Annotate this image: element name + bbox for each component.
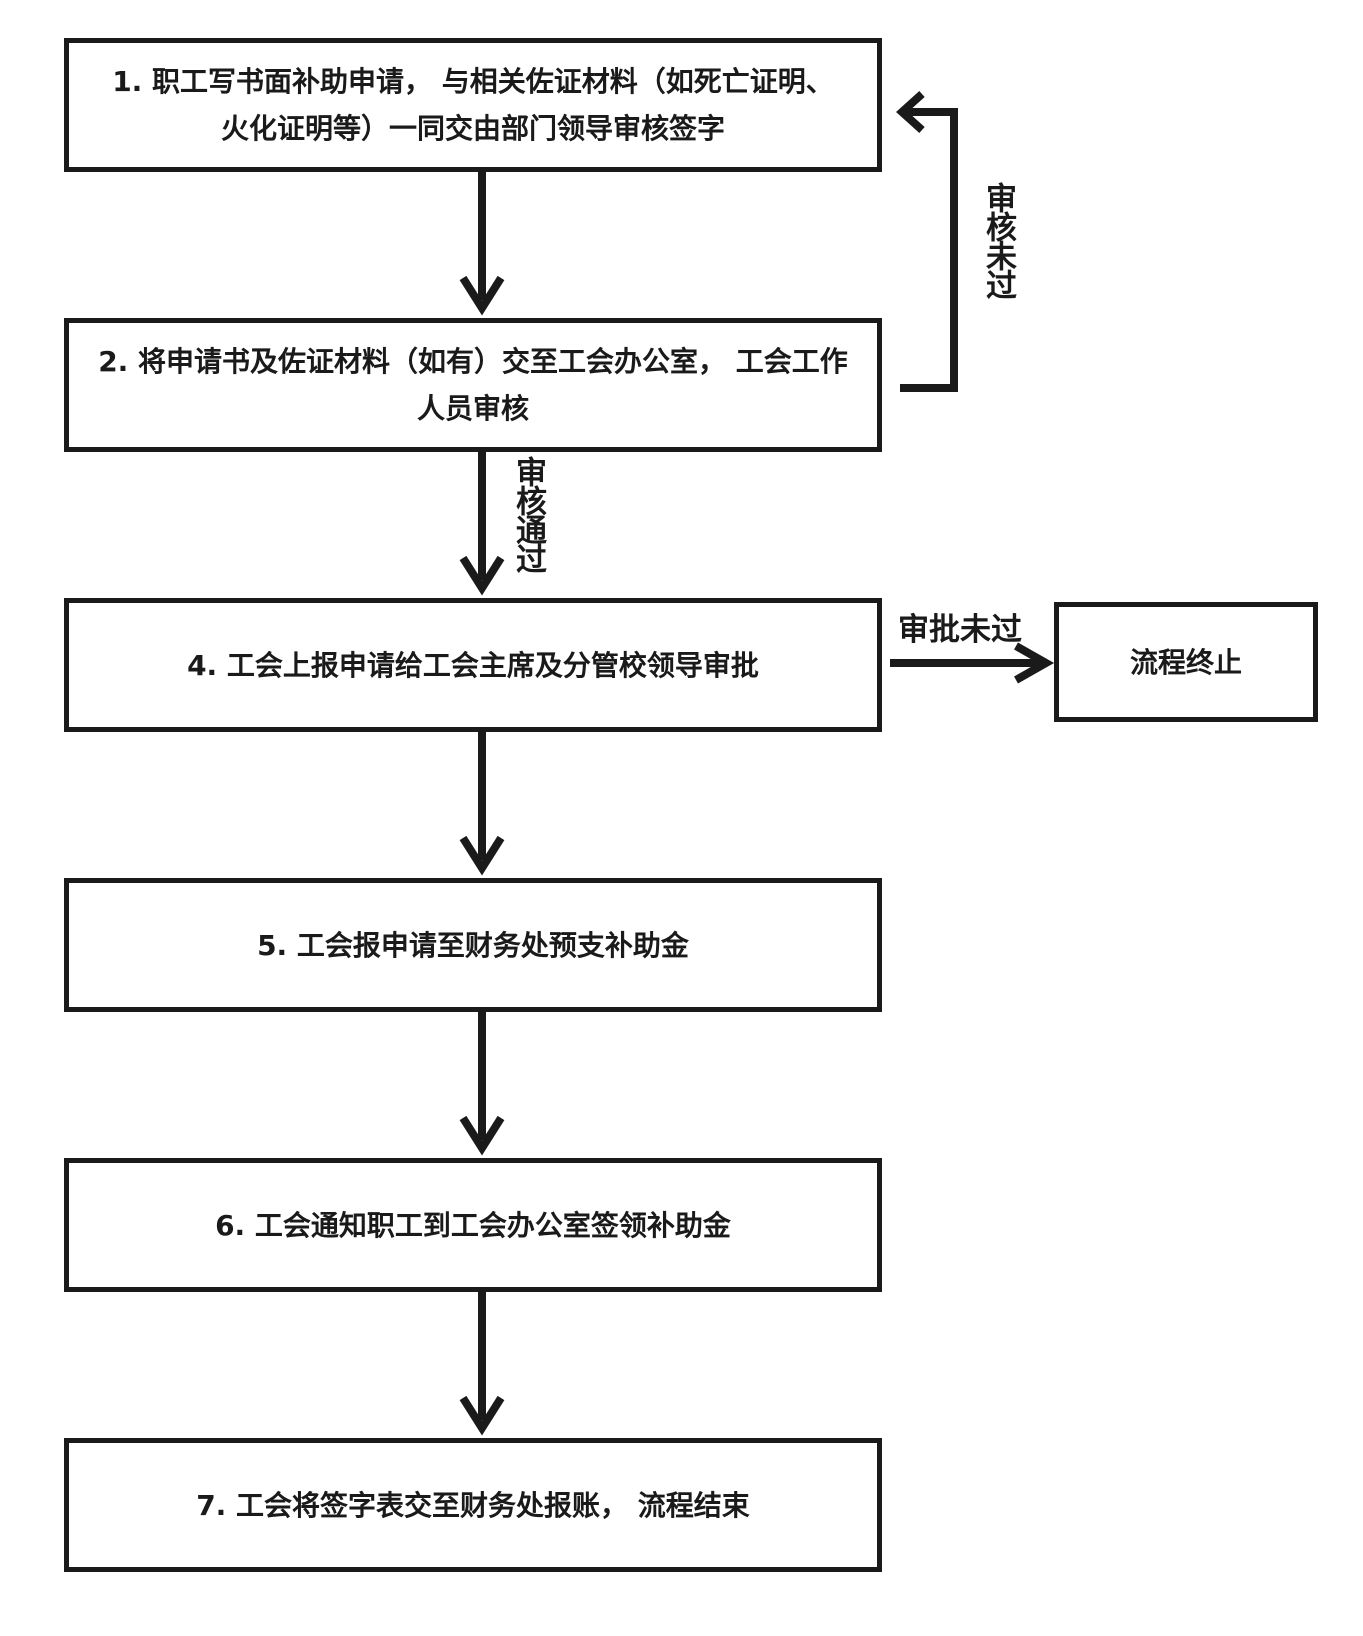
arrow-2-to-4 — [459, 452, 505, 596]
step-7-box: 7. 工会将签字表交至财务处报账， 流程结束 — [64, 1438, 882, 1572]
step-5-text: 5. 工会报申请至财务处预支补助金 — [257, 928, 689, 962]
arrow-6-to-7 — [459, 1292, 505, 1436]
terminate-text: 流程终止 — [1129, 645, 1242, 679]
step-4-text: 4. 工会上报申请给工会主席及分管校领导审批 — [187, 648, 759, 682]
approval-failed-label: 审批未过 — [898, 612, 1022, 648]
step-2-text-line1: 2. 将申请书及佐证材料（如有）交至工会办公室， 工会工作 — [98, 345, 848, 378]
review-passed-label: 审核通过 — [510, 456, 546, 572]
terminate-box: 流程终止 — [1054, 602, 1318, 722]
step-4-box: 4. 工会上报申请给工会主席及分管校领导审批 — [64, 598, 882, 732]
arrow-review-failed-loop — [896, 91, 958, 392]
step-6-text: 6. 工会通知职工到工会办公室签领补助金 — [215, 1208, 731, 1242]
arrow-approval-failed — [890, 642, 1055, 684]
step-5-box: 5. 工会报申请至财务处预支补助金 — [64, 878, 882, 1012]
step-2-box: 2. 将申请书及佐证材料（如有）交至工会办公室， 工会工作 人员审核 — [64, 318, 882, 452]
review-failed-label: 审核未过 — [980, 182, 1016, 298]
step-1-text-line2: 火化证明等）一同交由部门领导审核签字 — [220, 112, 725, 145]
arrow-1-to-2 — [459, 172, 505, 316]
arrow-5-to-6 — [459, 1012, 505, 1156]
step-6-box: 6. 工会通知职工到工会办公室签领补助金 — [64, 1158, 882, 1292]
step-1-box: 1. 职工写书面补助申请， 与相关佐证材料（如死亡证明、 火化证明等）一同交由部… — [64, 38, 882, 172]
step-1-text-line1: 1. 职工写书面补助申请， 与相关佐证材料（如死亡证明、 — [112, 65, 834, 98]
arrow-4-to-5 — [459, 732, 505, 876]
step-7-text: 7. 工会将签字表交至财务处报账， 流程结束 — [196, 1488, 750, 1522]
step-2-text-line2: 人员审核 — [416, 392, 529, 425]
